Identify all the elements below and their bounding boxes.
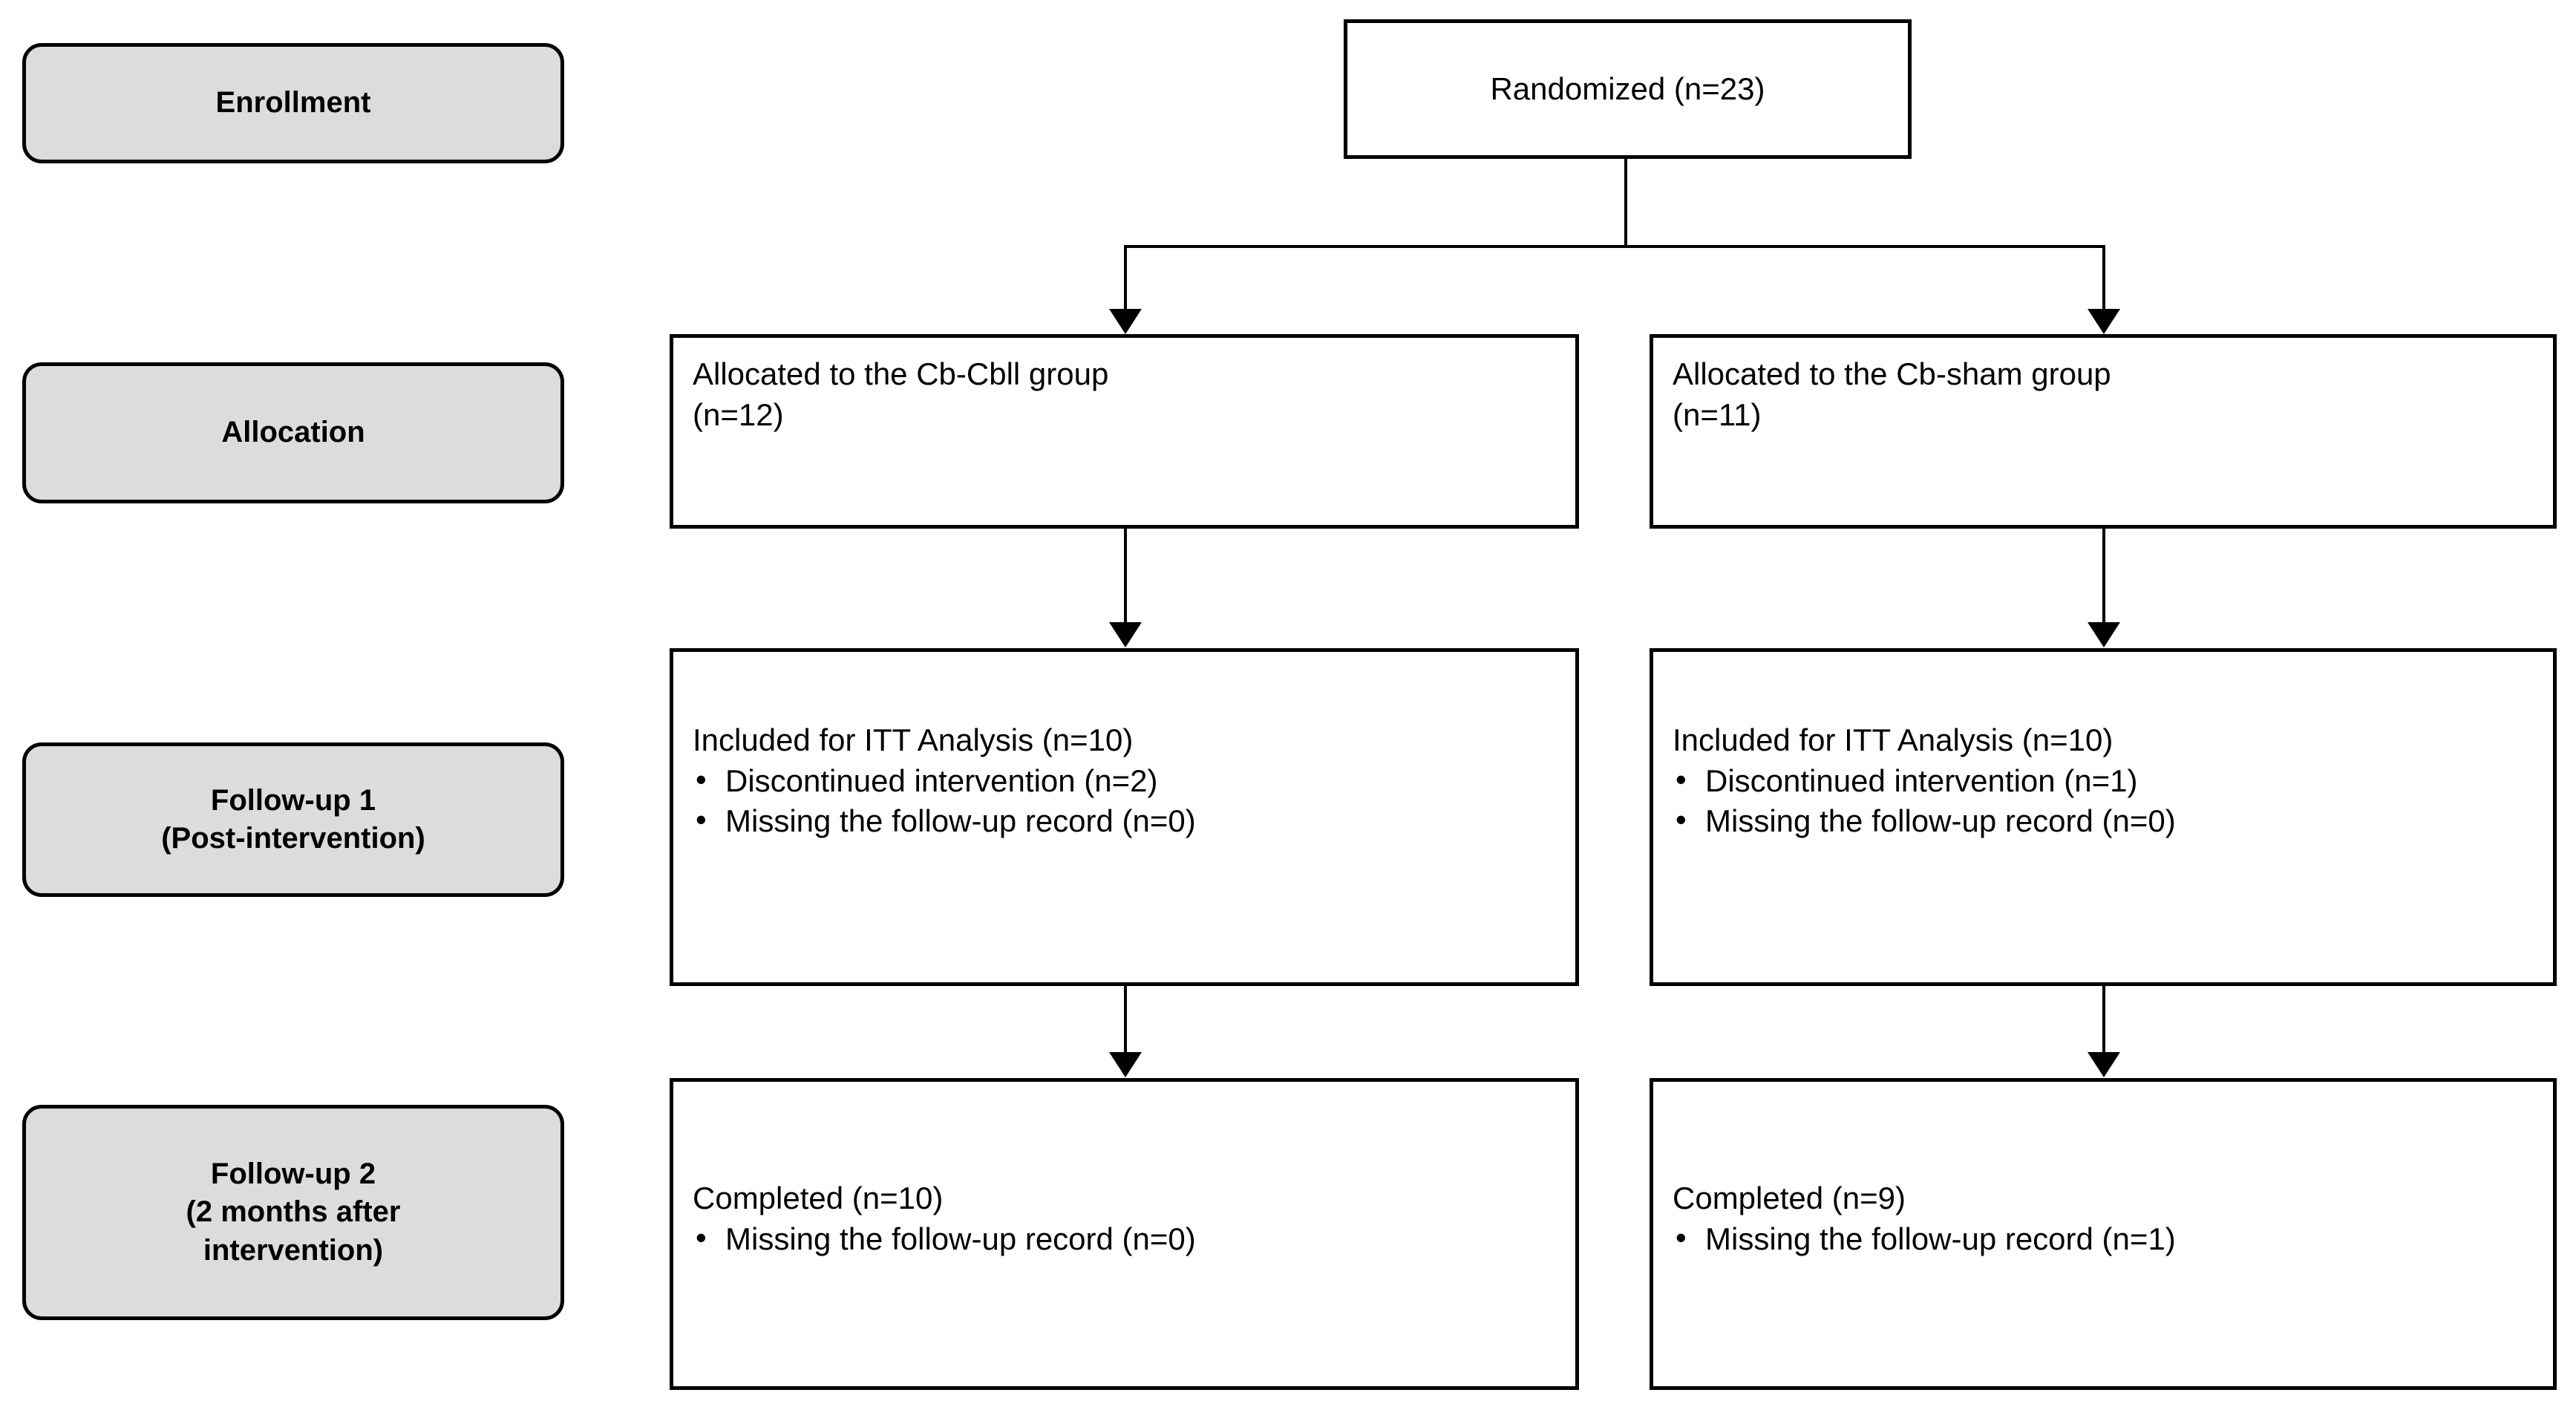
stage-label-followup-1-line-2: (Post-intervention) — [161, 822, 425, 855]
node-completed-right-headline: Completed (n=9) — [1673, 1181, 1906, 1215]
node-itt-right-headline: Included for ITT Analysis (n=10) — [1673, 722, 2114, 757]
stage-label-followup-2: Follow-up 2 (2 months after intervention… — [22, 1105, 564, 1320]
node-allocation-right-line-2: (n=11) — [1673, 396, 1762, 432]
connector-split-to-right-allocation — [2102, 245, 2105, 312]
node-allocation-left-line-2: (n=12) — [693, 396, 784, 432]
arrowhead-left-completed — [1109, 1052, 1142, 1077]
node-completed-left-headline: Completed (n=10) — [693, 1181, 944, 1215]
connector-right-itt-to-completed — [2102, 985, 2105, 1054]
node-itt-right-bullets: Discontinued intervention (n=1) Missing … — [1673, 760, 2534, 842]
stage-label-followup-2-line-2: (2 months after — [186, 1195, 401, 1229]
arrowhead-left-itt — [1109, 622, 1142, 647]
node-itt-left-bullets: Discontinued intervention (n=2) Missing … — [693, 760, 1556, 842]
node-itt-right: Included for ITT Analysis (n=10) Discont… — [1650, 648, 2557, 986]
node-randomized-text: Randomized (n=23) — [1490, 71, 1765, 106]
arrowhead-right-allocation — [2088, 309, 2120, 334]
connector-left-allocation-to-itt — [1124, 529, 1127, 624]
list-item: Missing the follow-up record (n=0) — [693, 1218, 1556, 1260]
stage-label-followup-2-line-1: Follow-up 2 — [210, 1158, 376, 1191]
node-allocation-left: Allocated to the Cb-Cbll group (n=12) — [670, 334, 1579, 529]
node-completed-right: Completed (n=9) Missing the follow-up re… — [1650, 1078, 2557, 1390]
list-item: Missing the follow-up record (n=0) — [693, 800, 1556, 842]
connector-split-bar — [1124, 245, 2105, 248]
connector-randomized-trunk — [1624, 157, 1627, 247]
arrowhead-right-completed — [2088, 1052, 2120, 1077]
connector-split-to-left-allocation — [1124, 245, 1127, 312]
list-item: Missing the follow-up record (n=0) — [1673, 800, 2534, 842]
list-item: Missing the follow-up record (n=1) — [1673, 1218, 2534, 1260]
stage-label-enrollment: Enrollment — [22, 43, 564, 163]
stage-label-followup-1-line-1: Follow-up 1 — [210, 783, 376, 817]
node-itt-left: Included for ITT Analysis (n=10) Discont… — [670, 648, 1579, 986]
node-completed-left: Completed (n=10) Missing the follow-up r… — [670, 1078, 1579, 1390]
list-item: Discontinued intervention (n=1) — [1673, 760, 2534, 802]
node-completed-left-bullets: Missing the follow-up record (n=0) — [693, 1218, 1556, 1260]
arrowhead-left-allocation — [1109, 309, 1142, 334]
stage-label-allocation: Allocation — [22, 362, 564, 503]
stage-label-enrollment-text: Enrollment — [215, 86, 371, 120]
stage-label-followup-2-line-3: intervention) — [203, 1233, 384, 1267]
node-itt-left-headline: Included for ITT Analysis (n=10) — [693, 722, 1134, 757]
arrowhead-right-itt — [2088, 622, 2120, 647]
stage-label-allocation-text: Allocation — [221, 416, 365, 449]
stage-label-followup-1: Follow-up 1 (Post-intervention) — [22, 742, 564, 897]
connector-left-itt-to-completed — [1124, 985, 1127, 1054]
node-completed-right-bullets: Missing the follow-up record (n=1) — [1673, 1218, 2534, 1260]
node-allocation-right: Allocated to the Cb-sham group (n=11) — [1650, 334, 2557, 529]
node-allocation-left-line-1: Allocated to the Cb-Cbll group — [693, 356, 1109, 391]
node-allocation-right-line-1: Allocated to the Cb-sham group — [1673, 356, 2111, 391]
node-randomized: Randomized (n=23) — [1344, 19, 1912, 159]
list-item: Discontinued intervention (n=2) — [693, 760, 1556, 802]
connector-right-allocation-to-itt — [2102, 529, 2105, 624]
